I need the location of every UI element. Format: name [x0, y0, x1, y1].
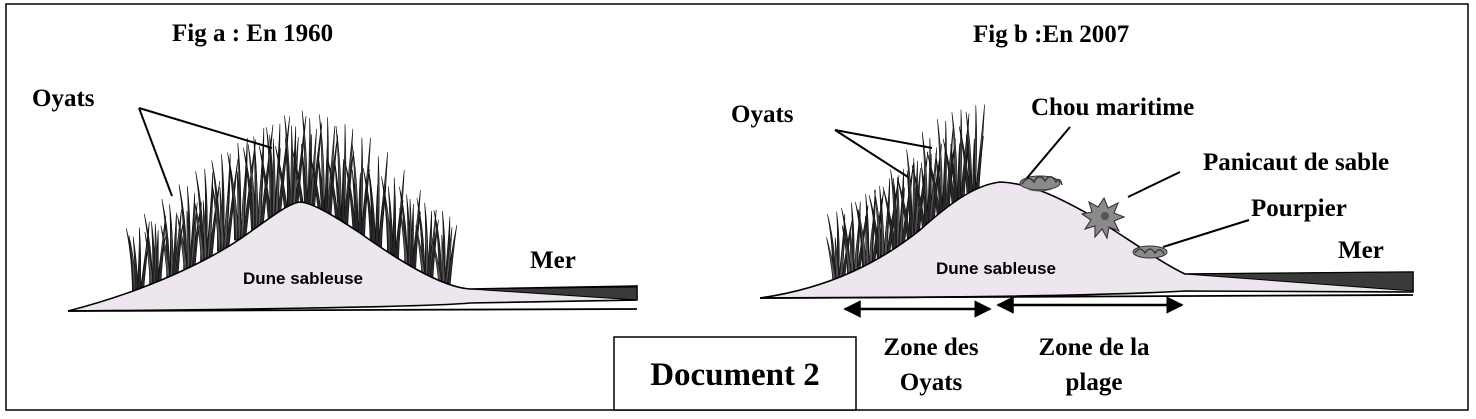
- fig-a-sea: [469, 286, 638, 301]
- chou-maritime-label: Chou maritime: [1031, 94, 1194, 121]
- chou-maritime-pointer: [1026, 126, 1071, 179]
- grass-blade: [351, 169, 360, 240]
- pourpier-pointer: [1162, 219, 1250, 248]
- grass-blade: [378, 186, 387, 251]
- zone-plage-label-line1: Zone de la: [1038, 334, 1150, 361]
- panicaut-pointer: [1127, 171, 1181, 198]
- fig-a-oyats-pointer-1: [138, 107, 173, 197]
- fig-a-oyats-pointer-2: [138, 107, 273, 149]
- pourpier-label: Pourpier: [1251, 195, 1347, 222]
- fig-b-oyats-grass: [826, 104, 985, 288]
- zone-oyats-label-line1: Zone des: [883, 334, 978, 361]
- fig-a-ground-line: [67, 308, 638, 312]
- grass-blade: [446, 225, 458, 292]
- zone-oyats-label-line2: Oyats: [900, 369, 963, 396]
- fig-a-dune-label: Dune sableuse: [243, 269, 363, 288]
- fig-b-sea: [1184, 271, 1414, 292]
- fig-a-sea-label: Mer: [530, 247, 576, 274]
- grass-blade: [317, 151, 326, 224]
- fig-b-sea-label: Mer: [1338, 237, 1384, 264]
- fig-b-oyats-pointer-2: [834, 129, 933, 149]
- panicaut-label: Panicaut de sable: [1203, 149, 1389, 176]
- grass-blade: [926, 151, 941, 219]
- grass-blade: [395, 200, 404, 263]
- document-label: Document 2: [650, 357, 820, 393]
- document-box: Document 2: [613, 336, 857, 411]
- grass-blade: [935, 153, 944, 219]
- pourpier-plant: [1132, 245, 1168, 259]
- grass-blade: [177, 215, 189, 274]
- grass-blade: [412, 211, 421, 274]
- grass-blade: [334, 160, 343, 231]
- zone-plage-label-line2: plage: [1066, 369, 1123, 396]
- fig-a-oyats-label: Oyats: [32, 85, 95, 112]
- grass-blade: [950, 144, 959, 210]
- fig-a-title: Fig a : En 1960: [172, 20, 333, 47]
- grass-blade: [896, 176, 911, 240]
- grass-blade: [191, 202, 202, 274]
- grass-blade: [326, 155, 340, 231]
- chou-maritime-plant: [1019, 175, 1063, 192]
- fig-b-oyats-label: Oyats: [731, 101, 794, 128]
- grass-blade: [930, 143, 943, 229]
- grass-blade: [308, 151, 323, 224]
- panicaut-plant: [1080, 196, 1126, 240]
- grass-blade: [293, 115, 307, 220]
- grass-blade: [826, 237, 838, 288]
- grass-blade: [911, 165, 926, 229]
- grass-blade: [966, 135, 974, 204]
- grass-blade: [194, 201, 206, 263]
- fig-a: Fig a : En 1960 Dune sableuse Mer Oyats: [32, 20, 638, 312]
- fig-b-title: Fig b :En 2007: [973, 21, 1129, 48]
- grass-blade: [225, 158, 239, 252]
- grass-blade: [310, 122, 323, 220]
- grass-blade: [361, 169, 370, 240]
- grass-blade: [429, 219, 439, 284]
- grass-blade: [275, 145, 289, 220]
- grass-blade: [211, 183, 223, 252]
- fig-a-oyats-grass: [125, 110, 458, 299]
- fig-b-dune-label: Dune sableuse: [936, 259, 1056, 278]
- fig-b-oyats-pointer-1: [834, 129, 909, 178]
- fig-a-dune: [67, 201, 638, 312]
- fig-b: Fig b :En 2007 Dune sableuse Mer Oyats C…: [731, 21, 1414, 396]
